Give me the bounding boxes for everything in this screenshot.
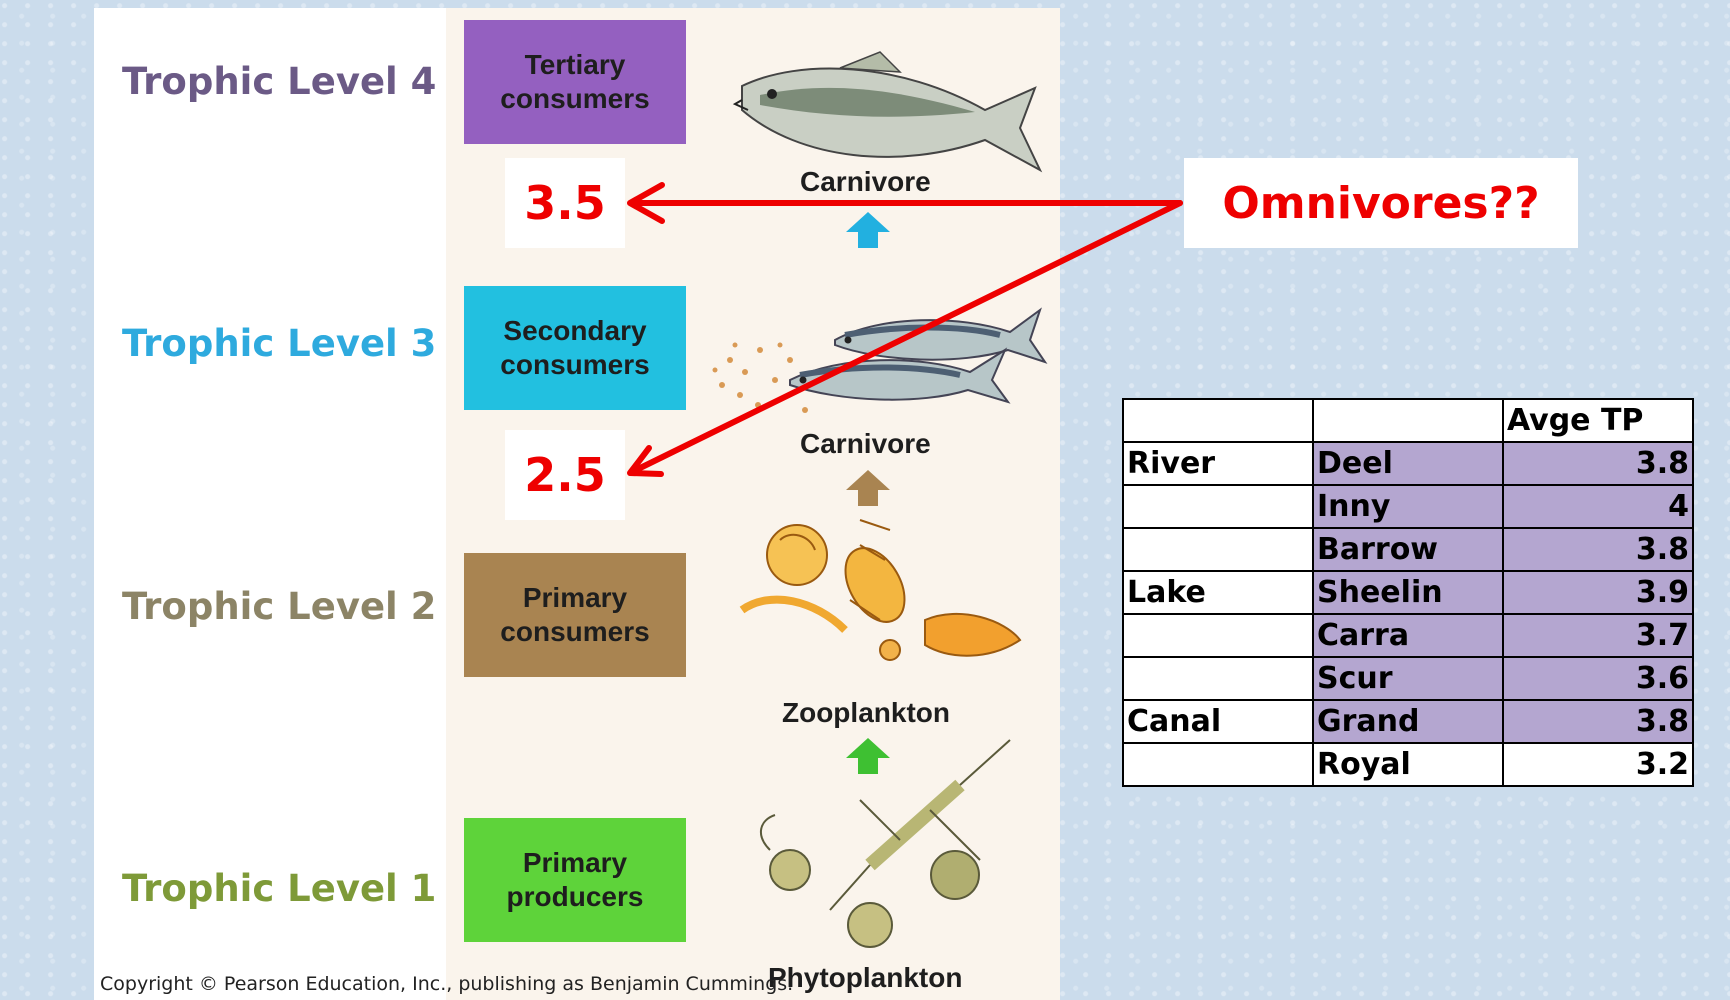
water-body-cell: Carra	[1313, 614, 1503, 657]
water-type-cell	[1123, 657, 1313, 700]
water-body-cell: Deel	[1313, 442, 1503, 485]
avge-tp-cell: 3.6	[1503, 657, 1693, 700]
water-type-cell	[1123, 528, 1313, 571]
arrow-to-2-5	[632, 203, 1180, 472]
water-type-cell: Lake	[1123, 571, 1313, 614]
table-header-row: Avge TP	[1123, 399, 1693, 442]
water-body-cell: Royal	[1313, 743, 1503, 786]
water-body-cell: Sheelin	[1313, 571, 1503, 614]
avge-tp-cell: 3.8	[1503, 528, 1693, 571]
water-body-cell: Barrow	[1313, 528, 1503, 571]
avge-tp-cell: 4	[1503, 485, 1693, 528]
water-body-cell: Scur	[1313, 657, 1503, 700]
avge-tp-cell: 3.7	[1503, 614, 1693, 657]
copyright-text: Copyright © Pearson Education, Inc., pub…	[100, 973, 793, 995]
water-type-cell	[1123, 485, 1313, 528]
table-header-cell	[1313, 399, 1503, 442]
table-header-avge-tp: Avge TP	[1503, 399, 1693, 442]
water-type-cell	[1123, 614, 1313, 657]
water-body-cell: Grand	[1313, 700, 1503, 743]
avge-tp-cell: 3.8	[1503, 700, 1693, 743]
water-body-cell: Inny	[1313, 485, 1503, 528]
table-header-cell	[1123, 399, 1313, 442]
omnivores-label: Omnivores??	[1184, 158, 1578, 248]
water-type-cell	[1123, 743, 1313, 786]
water-type-cell: River	[1123, 442, 1313, 485]
water-type-cell: Canal	[1123, 700, 1313, 743]
avge-tp-cell: 3.9	[1503, 571, 1693, 614]
avge-tp-cell: 3.8	[1503, 442, 1693, 485]
avge-tp-cell: 3.2	[1503, 743, 1693, 786]
